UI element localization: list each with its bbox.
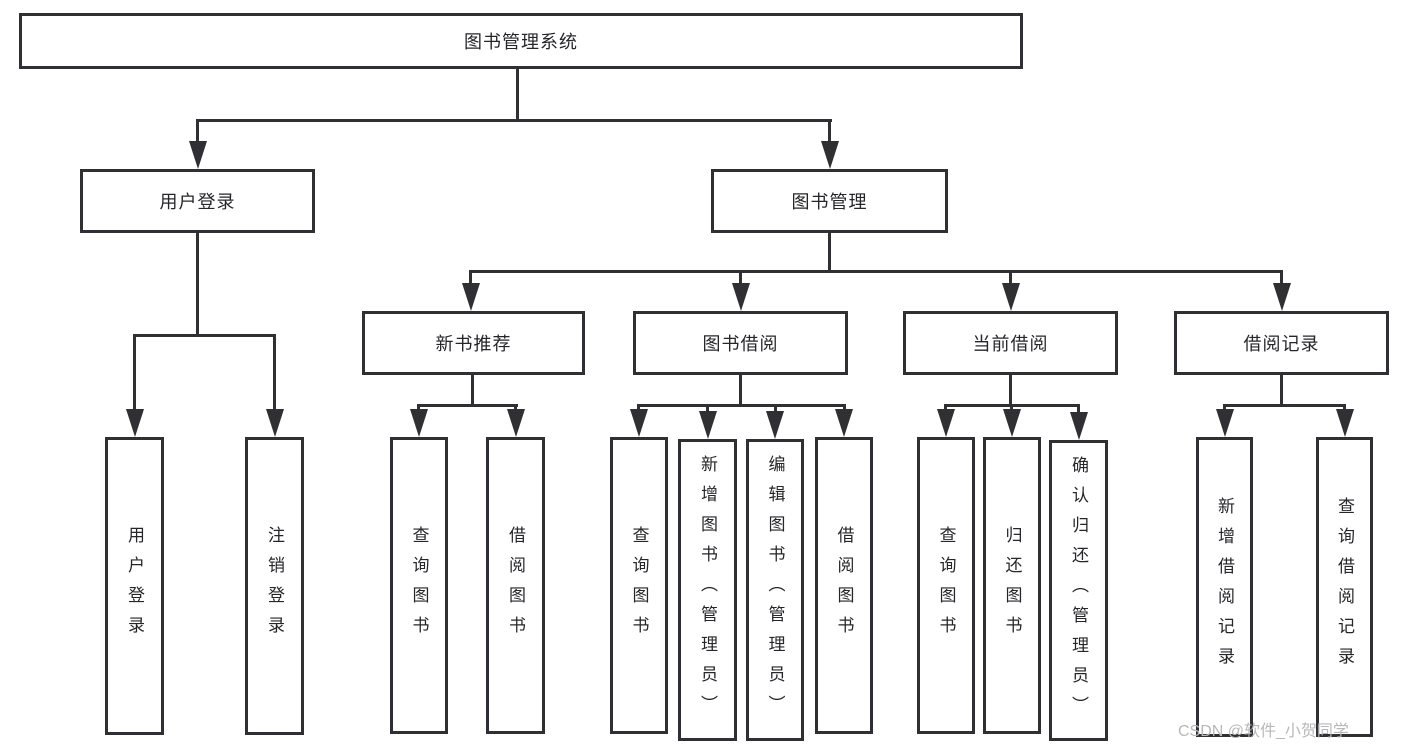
arrow-down-icon bbox=[1273, 283, 1291, 311]
leaf-user-login: 用户登录 bbox=[105, 437, 164, 735]
arrow-down-icon bbox=[1002, 283, 1020, 311]
leaf-logout: 注销登录 bbox=[245, 437, 304, 735]
connector-line bbox=[273, 334, 276, 411]
leaf-borrow-query: 查询图书 bbox=[610, 437, 668, 734]
connector-line bbox=[843, 404, 846, 411]
leaf-current-return: 归还图书 bbox=[983, 437, 1041, 734]
connector-line bbox=[637, 404, 640, 411]
node-user-login-label: 用户登录 bbox=[159, 192, 236, 212]
connector-line bbox=[133, 334, 136, 411]
leaf-newbook-borrow: 借阅图书 bbox=[486, 437, 545, 734]
csdn-watermark: CSDN @软件_小贺同学 bbox=[1178, 723, 1349, 740]
leaf-borrow-add-admin-label: 新增图书（管理员） bbox=[698, 455, 717, 725]
leaf-borrow-add-admin: 新增图书（管理员） bbox=[678, 439, 737, 741]
node-current-borrowing-label: 当前借阅 bbox=[972, 334, 1049, 354]
connector-line bbox=[1223, 404, 1226, 411]
connector-line bbox=[944, 404, 947, 411]
leaf-newbook-query-label: 查询图书 bbox=[409, 525, 429, 646]
arrow-down-icon bbox=[189, 141, 207, 169]
node-borrowing-records-label: 借阅记录 bbox=[1243, 334, 1320, 354]
leaf-record-query-label: 查询借阅记录 bbox=[1335, 497, 1354, 677]
leaf-borrow-edit-admin-label: 编辑图书（管理员） bbox=[765, 455, 785, 725]
connector-line bbox=[774, 404, 777, 413]
connector-line bbox=[471, 375, 474, 407]
arrow-down-icon bbox=[1070, 412, 1088, 440]
node-book-management: 图书管理 bbox=[711, 169, 948, 233]
connector-line bbox=[739, 375, 742, 406]
connector-line bbox=[1009, 375, 1012, 406]
connector-line bbox=[514, 404, 517, 411]
connector-line bbox=[133, 334, 275, 337]
arrow-down-icon bbox=[266, 409, 284, 437]
node-book-management-label: 图书管理 bbox=[791, 192, 868, 212]
node-user-login: 用户登录 bbox=[80, 169, 315, 233]
connector-line bbox=[417, 404, 518, 407]
arrow-down-icon bbox=[1003, 409, 1021, 437]
connector-line bbox=[1010, 404, 1013, 411]
connector-line bbox=[1009, 270, 1012, 285]
arrow-down-icon bbox=[1336, 409, 1354, 437]
arrow-down-icon bbox=[1216, 409, 1234, 437]
connector-line bbox=[1223, 404, 1346, 407]
node-root-label: 图书管理系统 bbox=[464, 32, 578, 52]
connector-line bbox=[1077, 404, 1080, 414]
connector-line bbox=[1343, 404, 1346, 411]
leaf-record-add: 新增借阅记录 bbox=[1196, 437, 1253, 737]
node-current-borrowing: 当前借阅 bbox=[903, 311, 1118, 375]
leaf-current-return-label: 归还图书 bbox=[1002, 525, 1022, 646]
connector-line bbox=[417, 404, 420, 411]
connector-line bbox=[196, 119, 199, 143]
leaf-borrow-book-label: 借阅图书 bbox=[834, 525, 854, 646]
connector-line bbox=[1280, 375, 1283, 406]
connector-line bbox=[828, 119, 831, 143]
connector-line bbox=[637, 404, 846, 407]
leaf-current-query: 查询图书 bbox=[917, 437, 975, 734]
connector-line bbox=[196, 119, 832, 122]
arrow-down-icon bbox=[937, 409, 955, 437]
arrow-down-icon bbox=[507, 409, 525, 437]
connector-line bbox=[706, 404, 709, 413]
arrow-down-icon bbox=[126, 409, 144, 437]
node-borrowing-records: 借阅记录 bbox=[1174, 311, 1389, 375]
leaf-borrow-query-label: 查询图书 bbox=[629, 525, 649, 646]
connector-line bbox=[828, 233, 831, 272]
connector-line bbox=[469, 270, 1283, 273]
connector-line bbox=[469, 270, 472, 285]
node-new-book-recommend-label: 新书推荐 bbox=[435, 334, 512, 354]
connector-line bbox=[516, 69, 519, 120]
arrow-down-icon bbox=[630, 409, 648, 437]
arrow-down-icon bbox=[410, 409, 428, 437]
arrow-down-icon bbox=[835, 409, 853, 437]
connector-line bbox=[1280, 270, 1283, 285]
node-book-borrowing-label: 图书借阅 bbox=[702, 334, 779, 354]
arrow-down-icon bbox=[462, 283, 480, 311]
connector-line bbox=[739, 270, 742, 285]
leaf-borrow-edit-admin: 编辑图书（管理员） bbox=[746, 439, 804, 741]
leaf-logout-label: 注销登录 bbox=[265, 526, 284, 646]
arrow-down-icon bbox=[766, 411, 784, 439]
node-new-book-recommend: 新书推荐 bbox=[362, 311, 585, 375]
leaf-confirm-return-admin-label: 确认归还（管理员） bbox=[1069, 455, 1088, 726]
leaf-newbook-borrow-label: 借阅图书 bbox=[506, 525, 525, 646]
leaf-borrow-book: 借阅图书 bbox=[815, 437, 873, 734]
leaf-confirm-return-admin: 确认归还（管理员） bbox=[1049, 440, 1108, 741]
arrow-down-icon bbox=[732, 283, 750, 311]
leaf-record-add-label: 新增借阅记录 bbox=[1215, 497, 1234, 677]
node-book-borrowing: 图书借阅 bbox=[633, 311, 848, 375]
arrow-down-icon bbox=[821, 141, 839, 169]
leaf-record-query: 查询借阅记录 bbox=[1316, 437, 1373, 737]
leaf-current-query-label: 查询图书 bbox=[936, 525, 956, 646]
node-root: 图书管理系统 bbox=[19, 13, 1023, 69]
leaf-newbook-query: 查询图书 bbox=[390, 437, 448, 734]
connector-line bbox=[196, 233, 199, 336]
leaf-user-login-label: 用户登录 bbox=[125, 526, 144, 646]
arrow-down-icon bbox=[699, 411, 717, 439]
